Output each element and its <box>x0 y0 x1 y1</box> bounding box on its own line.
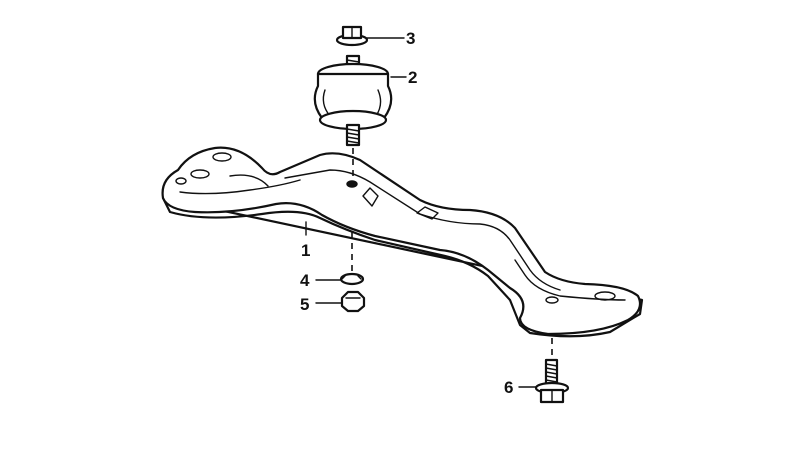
hole-right <box>545 296 559 304</box>
tab-center <box>362 187 379 207</box>
crossmember-ridge-left <box>179 179 301 195</box>
bolt-thread <box>545 363 558 383</box>
callout-4: 4 <box>300 271 310 290</box>
callout-3: 3 <box>406 29 415 48</box>
hole-left <box>175 177 187 185</box>
leader-lines <box>305 37 537 388</box>
washer-split <box>341 275 362 280</box>
slot-right-1 <box>594 291 616 301</box>
slot-left-2 <box>190 169 210 179</box>
callout-2: 2 <box>408 68 417 87</box>
callout-5: 5 <box>300 295 309 314</box>
bolt <box>534 358 570 404</box>
top-nut <box>335 25 369 47</box>
slot-left-1 <box>212 152 232 162</box>
washer <box>339 272 365 286</box>
callout-labels: 1 2 3 4 5 6 <box>300 29 513 397</box>
bottom-nut-hex <box>340 290 366 313</box>
crossmember-top <box>161 146 642 336</box>
bracket-center <box>416 206 439 220</box>
hole-center <box>346 180 358 188</box>
assembly-lines <box>351 148 553 358</box>
mount-bottom-thread <box>346 128 360 144</box>
crossmember <box>161 146 644 338</box>
crossmember-ridge-inner <box>229 174 269 187</box>
callout-1: 1 <box>301 241 310 260</box>
washer-ring <box>339 272 365 286</box>
rubber-mount <box>313 54 393 147</box>
crossmember-ridge-center <box>284 169 561 291</box>
bottom-nut <box>340 290 366 313</box>
callout-6: 6 <box>504 378 513 397</box>
